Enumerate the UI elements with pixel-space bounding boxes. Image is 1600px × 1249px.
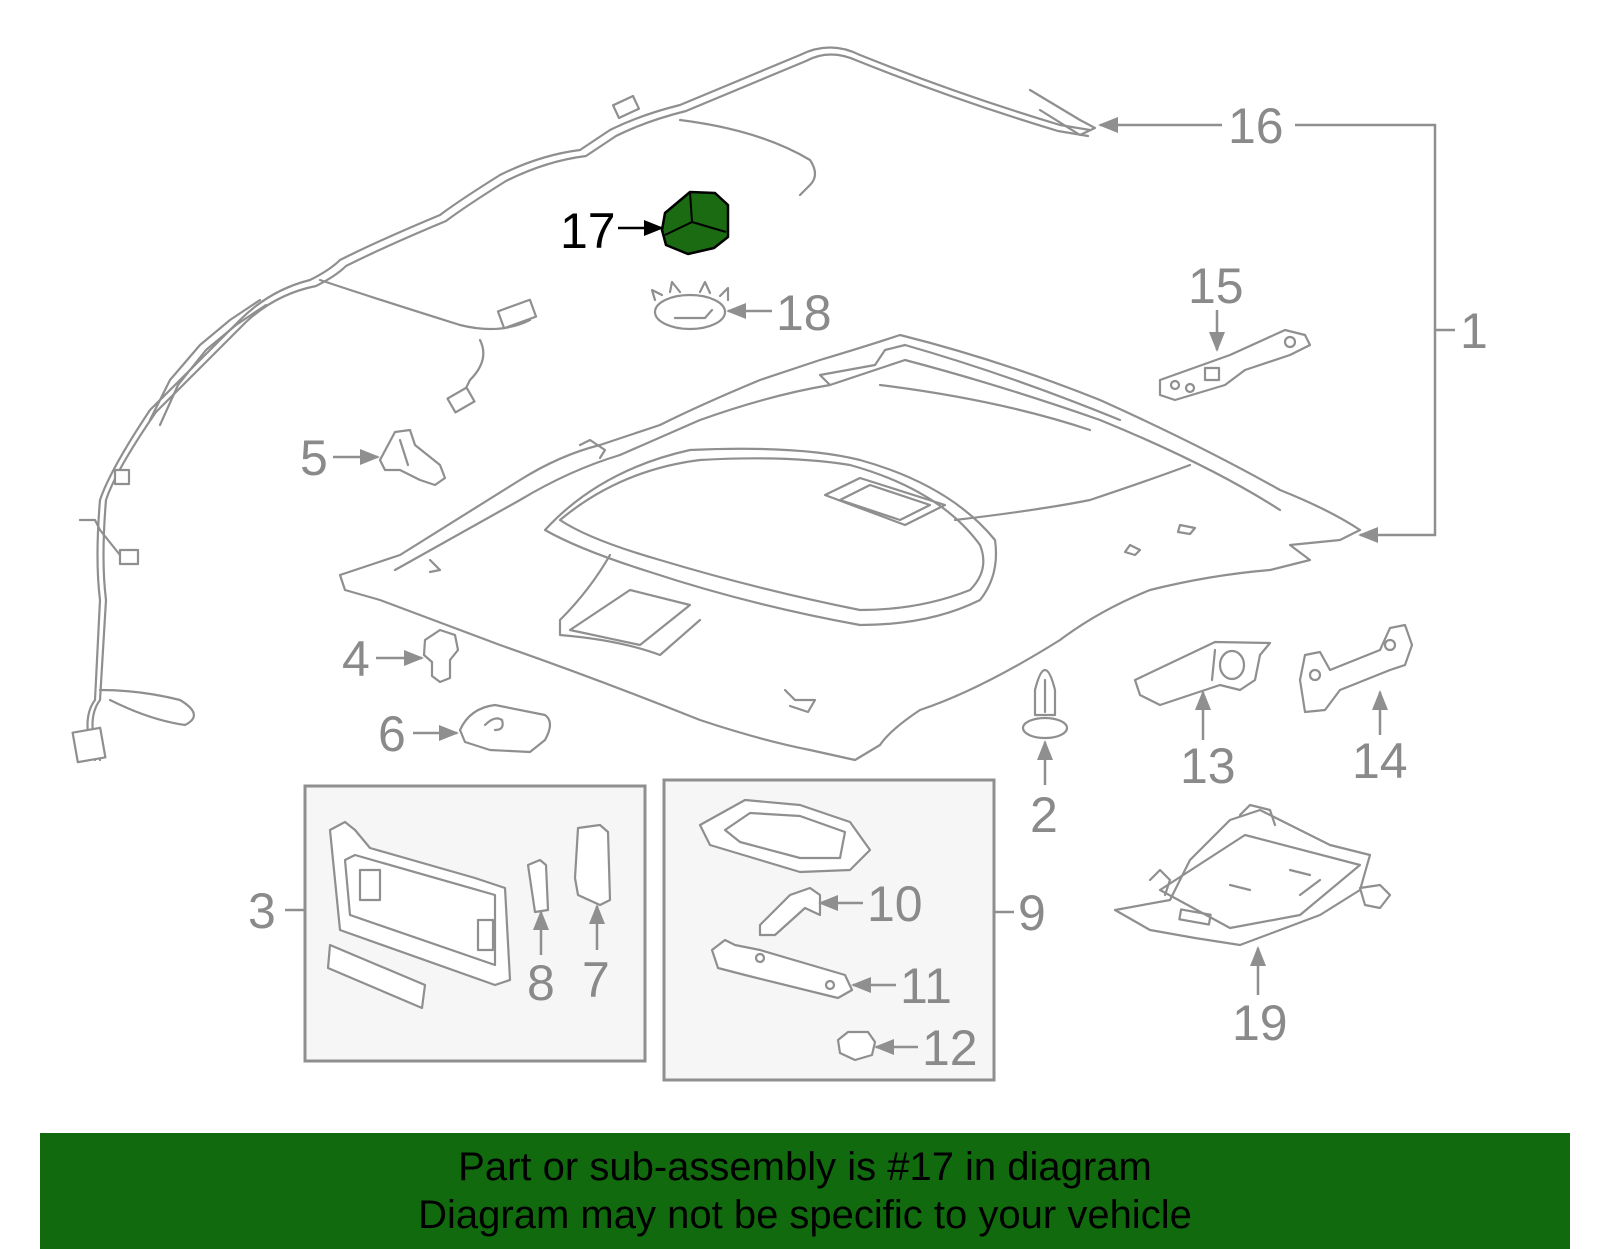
callout-label-8: 8	[527, 955, 555, 1011]
callout-17: 17	[560, 203, 664, 259]
info-banner: Part or sub-assembly is #17 in diagram D…	[40, 1133, 1570, 1249]
handle-part-13	[1133, 640, 1272, 707]
handle-part-14	[1298, 623, 1414, 714]
callout-label-6: 6	[378, 706, 406, 762]
callout-label-16: 16	[1228, 98, 1284, 154]
nut-part-4	[422, 628, 460, 684]
callout-16: 16	[1098, 98, 1284, 154]
banner-line-disclaimer: Diagram may not be specific to your vehi…	[418, 1193, 1192, 1237]
callout-9: 9	[994, 885, 1046, 941]
overhead-console-part-19	[1113, 803, 1392, 947]
bracket-part-15	[1158, 328, 1312, 402]
callout-label-5: 5	[300, 430, 328, 486]
banner-line-part-number: Part or sub-assembly is #17 in diagram	[458, 1145, 1152, 1189]
pin-part-2	[1021, 668, 1069, 740]
callout-label-11: 11	[900, 958, 952, 1014]
callout-1: 1	[1295, 123, 1488, 543]
callout-label-12: 12	[922, 1020, 978, 1076]
callout-label-2: 2	[1030, 787, 1058, 843]
callout-label-1: 1	[1460, 303, 1488, 359]
callout-2: 2	[1030, 740, 1058, 843]
callout-11: 11	[851, 958, 952, 1014]
callout-label-3: 3	[248, 883, 276, 939]
callout-label-19: 19	[1232, 995, 1288, 1051]
callout-label-14: 14	[1352, 733, 1408, 789]
wiring-harness-part-16	[71, 46, 1097, 764]
callout-label-15: 15	[1188, 258, 1244, 314]
callout-12: 12	[874, 1020, 978, 1076]
callout-13: 13	[1180, 690, 1236, 794]
cover-part-6	[458, 703, 552, 754]
callout-4: 4	[342, 631, 424, 687]
callout-7: 7	[582, 904, 610, 1008]
headliner-part-1	[338, 333, 1362, 762]
dome-lamp-group-box	[662, 778, 996, 1082]
callout-label-4: 4	[342, 631, 370, 687]
callout-15: 15	[1188, 258, 1244, 352]
clip-part-18	[650, 280, 730, 331]
callout-label-7: 7	[582, 952, 610, 1008]
callout-8: 8	[527, 910, 555, 1011]
callout-10: 10	[818, 876, 923, 932]
callout-label-13: 13	[1180, 738, 1236, 794]
callout-label-18: 18	[776, 285, 832, 341]
callout-14: 14	[1352, 690, 1408, 789]
callout-6: 6	[378, 706, 459, 762]
callout-3: 3	[248, 883, 305, 939]
callout-19: 19	[1232, 946, 1288, 1051]
callout-label-9: 9	[1018, 885, 1046, 941]
callout-label-10: 10	[867, 876, 923, 932]
callout-18: 18	[726, 285, 832, 341]
clip-part-5	[378, 428, 447, 487]
highlighted-part-17	[660, 190, 730, 256]
callout-5: 5	[300, 430, 380, 486]
sunvisor-group-box	[303, 784, 647, 1063]
callout-label-17: 17	[560, 203, 616, 259]
